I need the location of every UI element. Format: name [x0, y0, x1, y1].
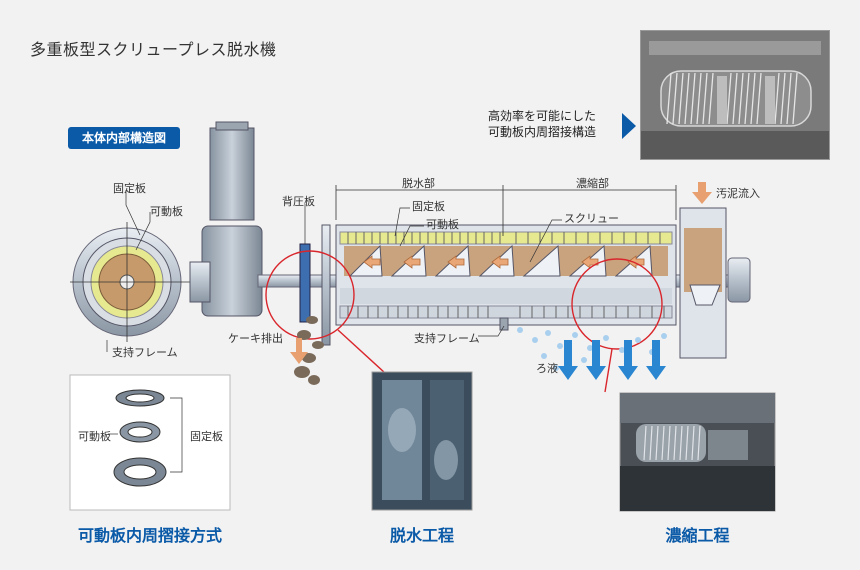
label-moving-plate-box: 可動板	[78, 430, 111, 443]
filtrate-arrows	[558, 340, 666, 380]
label-cake-discharge: ケーキ排出	[228, 332, 283, 345]
top-photo	[640, 30, 830, 160]
sludge-inflow-arrow-icon	[692, 182, 712, 204]
highlight-circles	[265, 250, 663, 393]
callout-text: 高効率を可能にした 可動板内周摺接構造	[488, 108, 596, 140]
label-support-frame-left: 支持フレーム	[112, 346, 178, 359]
page-title: 多重板型スクリュープレス脱水機	[30, 40, 277, 59]
label-moving-plate-left: 可動板	[150, 205, 183, 218]
label-support-frame-main: 支持フレーム	[414, 332, 480, 345]
leader-lines	[304, 204, 562, 337]
screw-assembly-photo	[641, 31, 829, 159]
label-thickening-section: 濃縮部	[576, 177, 609, 190]
label-back-pressure-plate: 背圧板	[282, 195, 315, 208]
dewatering-photo	[371, 371, 473, 511]
callout-arrow-icon	[622, 113, 636, 139]
callout-line-1: 高効率を可能にした	[488, 109, 597, 123]
caption-thickening: 濃縮工程	[665, 526, 730, 545]
cake-arrow-icon	[290, 338, 308, 364]
caption-dewatering: 脱水工程	[389, 526, 454, 545]
inlet-tank	[679, 207, 727, 359]
drum	[335, 224, 677, 331]
plate-illustration	[108, 389, 183, 487]
callout-line-2: 可動板内周摺接構造	[488, 125, 597, 139]
caption-plate-method: 可動板内周摺接方式	[77, 526, 222, 545]
thickening-photo	[619, 392, 776, 512]
label-sludge-inflow: 汚泥流入	[716, 187, 760, 200]
label-screw: スクリュー	[564, 212, 619, 225]
label-dewatering-section: 脱水部	[402, 177, 435, 190]
motor	[189, 121, 263, 317]
cross-section	[70, 190, 190, 352]
bearing-right	[727, 257, 751, 303]
filtrate-drops	[517, 327, 667, 371]
label-fixed-plate-box: 固定板	[190, 430, 223, 443]
section-dimension-lines	[335, 185, 677, 236]
label-filtrate: ろ液	[536, 362, 558, 375]
back-pressure-plate	[299, 243, 311, 323]
label-moving-plate-main: 可動板	[426, 218, 459, 231]
label-fixed-plate-main: 固定板	[412, 200, 445, 213]
cake-particles	[294, 316, 324, 385]
section-badge: 本体内部構造図	[68, 127, 180, 149]
label-fixed-plate-left: 固定板	[113, 182, 146, 195]
